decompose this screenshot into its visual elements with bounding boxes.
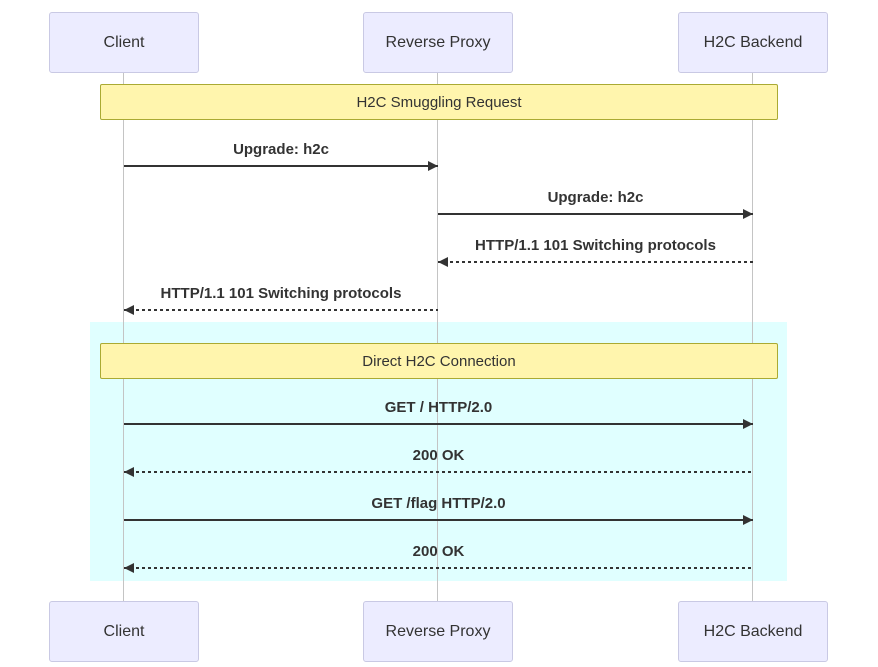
message-200-ok-first: 200 OK bbox=[124, 446, 753, 477]
message-label: GET / HTTP/2.0 bbox=[384, 399, 493, 416]
arrowhead-left-icon bbox=[124, 467, 134, 477]
lifeline-h2c-backend bbox=[752, 73, 753, 601]
banner-h2c-smuggling-request: H2C Smuggling Request bbox=[100, 84, 778, 120]
arrow-line-dashed bbox=[124, 305, 438, 315]
actor-label: Client bbox=[103, 622, 145, 640]
banner-label: H2C Smuggling Request bbox=[356, 93, 522, 111]
message-label: 200 OK bbox=[412, 447, 465, 464]
actor-client-top: Client bbox=[49, 12, 199, 73]
message-label: HTTP/1.1 101 Switching protocols bbox=[160, 285, 402, 302]
actor-client-bottom: Client bbox=[49, 601, 199, 662]
message-get-flag-http2: GET /flag HTTP/2.0 bbox=[124, 494, 753, 525]
actor-reverse-proxy-bottom: Reverse Proxy bbox=[363, 601, 513, 662]
actor-label: H2C Backend bbox=[703, 33, 803, 51]
arrowhead-right-icon bbox=[743, 209, 753, 219]
message-upgrade-h2c-client-to-proxy: Upgrade: h2c bbox=[124, 140, 438, 171]
arrow-line-dashed bbox=[124, 467, 753, 477]
actor-h2c-backend-top: H2C Backend bbox=[678, 12, 828, 73]
arrow-line bbox=[124, 161, 438, 171]
message-label: Upgrade: h2c bbox=[233, 141, 329, 158]
arrowhead-right-icon bbox=[743, 419, 753, 429]
message-label: HTTP/1.1 101 Switching protocols bbox=[475, 237, 716, 254]
arrowhead-right-icon bbox=[743, 515, 753, 525]
arrowhead-left-icon bbox=[438, 257, 448, 267]
banner-label: Direct H2C Connection bbox=[362, 352, 516, 370]
arrowhead-right-icon bbox=[428, 161, 438, 171]
banner-direct-h2c-connection: Direct H2C Connection bbox=[100, 343, 778, 379]
actor-reverse-proxy-top: Reverse Proxy bbox=[363, 12, 513, 73]
message-101-switching-backend-to-proxy: HTTP/1.1 101 Switching protocols bbox=[438, 236, 753, 267]
arrowhead-left-icon bbox=[124, 305, 134, 315]
lifeline-client bbox=[123, 73, 124, 601]
message-101-switching-proxy-to-client: HTTP/1.1 101 Switching protocols bbox=[124, 284, 438, 315]
message-upgrade-h2c-proxy-to-backend: Upgrade: h2c bbox=[438, 188, 753, 219]
actor-label: Reverse Proxy bbox=[385, 33, 491, 51]
arrow-line bbox=[124, 419, 753, 429]
actor-h2c-backend-bottom: H2C Backend bbox=[678, 601, 828, 662]
message-200-ok-second: 200 OK bbox=[124, 542, 753, 573]
lifeline-reverse-proxy bbox=[437, 73, 438, 601]
arrow-line bbox=[438, 209, 753, 219]
arrowhead-left-icon bbox=[124, 563, 134, 573]
actor-label: Client bbox=[103, 33, 145, 51]
actor-label: H2C Backend bbox=[703, 622, 803, 640]
arrow-line bbox=[124, 515, 753, 525]
message-label: Upgrade: h2c bbox=[547, 189, 644, 206]
message-label: 200 OK bbox=[412, 543, 465, 560]
arrow-line-dashed bbox=[438, 257, 753, 267]
arrow-line-dashed bbox=[124, 563, 753, 573]
message-get-root-http2: GET / HTTP/2.0 bbox=[124, 398, 753, 429]
message-label: GET /flag HTTP/2.0 bbox=[371, 495, 506, 512]
actor-label: Reverse Proxy bbox=[385, 622, 491, 640]
